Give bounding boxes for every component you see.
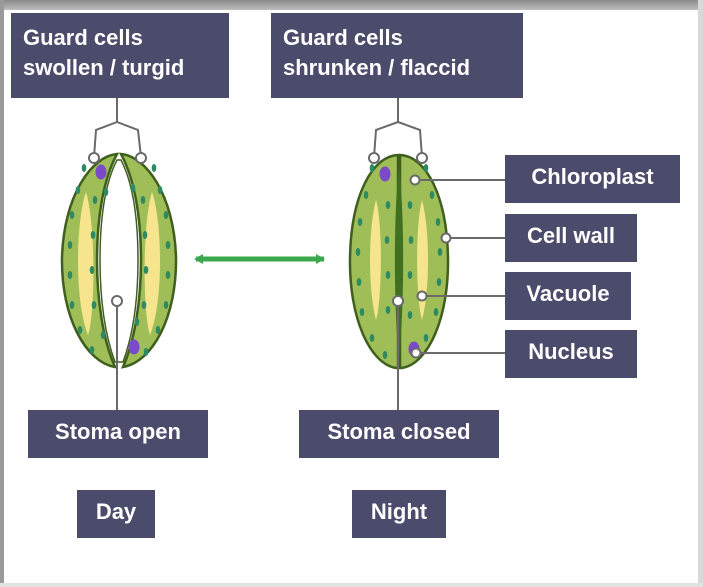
window-frame-right (698, 0, 703, 587)
guard-cells-closed (348, 153, 450, 370)
nucleus-right-cell-a (379, 166, 391, 182)
nucleus-left-cell-a (95, 164, 107, 180)
label-day: Day (77, 490, 155, 538)
nucleus-left-cell-b (128, 339, 140, 355)
window-frame-left (0, 0, 4, 587)
label-stoma-closed-text: Stoma closed (327, 419, 471, 444)
label-guard-cells-flaccid-line1: Guard cells (283, 25, 403, 50)
label-guard-cells-turgid-line2: swollen / turgid (23, 55, 185, 80)
window-frame-bottom (0, 583, 703, 587)
label-guard-cells-flaccid: Guard cells shrunken / flaccid (271, 13, 523, 98)
leader-lines-right (373, 98, 508, 410)
label-vacuole-text: Vacuole (526, 281, 610, 306)
label-guard-cells-turgid-line1: Guard cells (23, 25, 143, 50)
leader-lines-left (93, 98, 142, 410)
label-night: Night (352, 490, 446, 538)
label-nucleus: Nucleus (505, 330, 637, 378)
label-cell-wall-text: Cell wall (526, 223, 616, 248)
label-stoma-closed: Stoma closed (299, 410, 499, 458)
label-nucleus-text: Nucleus (528, 339, 614, 364)
label-night-text: Night (370, 499, 428, 524)
guard-cells-open (60, 152, 178, 369)
label-vacuole: Vacuole (505, 272, 631, 320)
label-chloroplast-text: Chloroplast (531, 164, 654, 189)
label-stoma-open: Stoma open (28, 410, 208, 458)
window-frame-top (0, 0, 703, 10)
label-guard-cells-turgid: Guard cells swollen / turgid (11, 13, 229, 98)
label-cell-wall: Cell wall (505, 214, 637, 262)
label-guard-cells-flaccid-line2: shrunken / flaccid (283, 55, 471, 80)
label-stoma-open-text: Stoma open (55, 419, 181, 444)
label-chloroplast: Chloroplast (505, 155, 680, 203)
label-day-text: Day (95, 499, 137, 524)
